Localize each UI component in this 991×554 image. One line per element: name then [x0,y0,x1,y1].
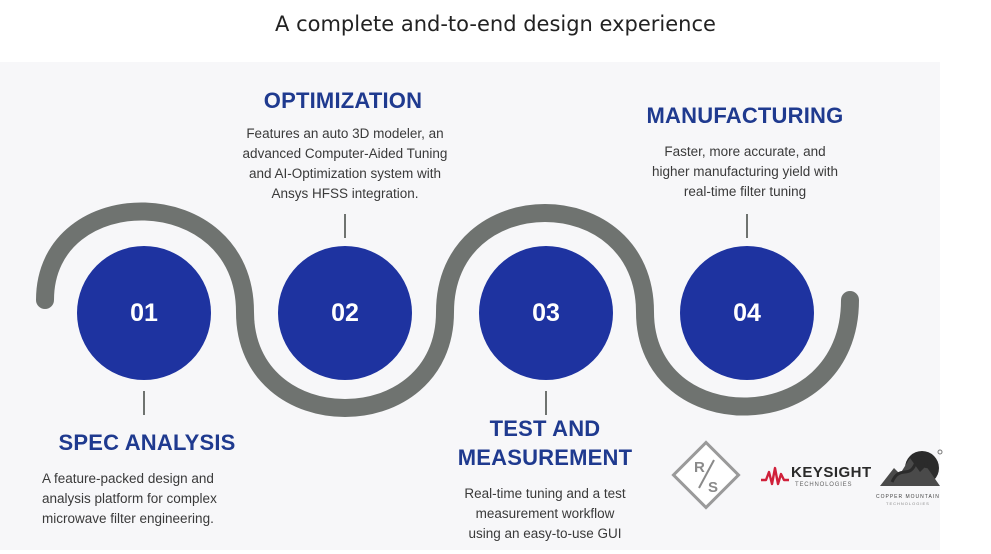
stage-03-number: 03 [532,298,560,327]
copper-mountain-name: COPPER MOUNTAIN [876,494,940,500]
rohde-schwarz-logo: R S [671,440,741,510]
keysight-sub: TECHNOLOGIES [795,482,853,488]
keysight-name: KEYSIGHT [791,464,872,481]
page-title: A complete and-to-end design experience [275,12,716,36]
stage-02-number: 02 [331,298,359,327]
svg-text:S: S [708,479,718,496]
stage-04-description: Faster, more accurate, and higher manufa… [651,144,839,199]
copper-mountain-sub: TECHNOLOGIES [886,501,930,506]
stage-01-description: A feature-packed design and analysis pla… [42,471,217,526]
stage-04-circle: 04 [680,246,814,380]
copper-mountain-emblem [880,449,943,486]
stage-01-number: 01 [130,298,158,327]
stage-02-heading: OPTIMIZATION [263,88,423,113]
stage-03-connector [545,391,547,415]
stage-04-number: 04 [733,298,761,327]
keysight-logo: KEYSIGHT TECHNOLOGIES [760,462,872,492]
stage-02-circle: 02 [278,246,412,380]
stage-02-connector [344,214,346,238]
stage-02-description: Features an auto 3D modeler, an advanced… [242,126,448,201]
svg-text:R: R [694,459,705,476]
stage-01-circle: 01 [77,246,211,380]
stage-01-heading: SPEC ANALYSIS [58,430,236,455]
stage-01-connector [143,391,145,415]
keysight-wave-icon [761,466,789,486]
stage-03-description: Real-time tuning and a test measurement … [464,486,626,541]
copper-mountain-logo: COPPER MOUNTAIN TECHNOLOGIES [870,442,948,512]
stage-03-circle: 03 [479,246,613,380]
stage-04-heading: MANUFACTURING [646,103,844,128]
stage-03-heading: TEST AND MEASUREMENT [457,416,633,470]
stage-04-connector [746,214,748,238]
